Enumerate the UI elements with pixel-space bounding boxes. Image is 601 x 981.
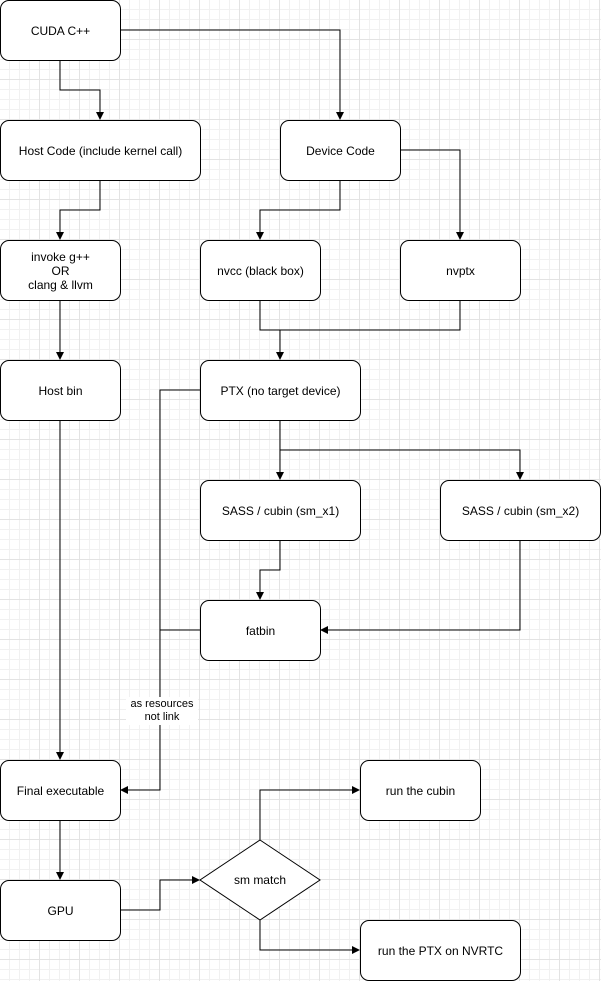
edge-cuda-to-host	[59, 60, 104, 120]
edge-label-resources: as resources not link	[126, 697, 198, 725]
edge-cuda-to-device	[120, 29, 344, 120]
node-host-bin[interactable]: Host bin	[0, 360, 121, 421]
edge-smmatch-to-cubin	[259, 786, 360, 840]
node-ptx[interactable]: PTX (no target device)	[200, 360, 361, 421]
edge-device-to-nvcc	[256, 180, 341, 240]
edge-ptx-to-final	[120, 389, 200, 794]
node-nvcc[interactable]: nvcc (black box)	[200, 240, 321, 301]
node-sm-match[interactable]: sm match	[233, 873, 286, 887]
edge-host-to-invoke	[56, 180, 101, 240]
node-sass2[interactable]: SASS / cubin (sm_x2)	[440, 480, 601, 541]
edge-sass1-to-fatbin	[256, 540, 281, 600]
node-fatbin[interactable]: fatbin	[200, 600, 321, 661]
edge-nvcc-to-ptx	[259, 300, 284, 360]
node-device-code[interactable]: Device Code	[280, 120, 401, 181]
node-cuda[interactable]: CUDA C++	[0, 0, 121, 61]
edge-nvptx-to-ptx	[280, 300, 461, 331]
edge-ptx-to-sass2	[280, 449, 524, 480]
node-run-cubin[interactable]: run the cubin	[360, 760, 481, 821]
node-invoke[interactable]: invoke g++ OR clang & llvm	[0, 240, 121, 301]
sm-match-diamond	[199, 839, 321, 921]
node-sass1[interactable]: SASS / cubin (sm_x1)	[200, 480, 361, 541]
edge-sass2-to-fatbin	[320, 540, 521, 634]
edge-smmatch-to-ptx	[259, 920, 360, 954]
edge-gpu-to-smmatch	[120, 876, 200, 911]
edge-device-to-nvptx	[400, 149, 464, 240]
node-gpu[interactable]: GPU	[0, 880, 121, 941]
node-nvptx[interactable]: nvptx	[400, 240, 521, 301]
node-final-executable[interactable]: Final executable	[0, 760, 121, 821]
node-host-code[interactable]: Host Code (include kernel call)	[0, 120, 201, 181]
node-run-ptx[interactable]: run the PTX on NVRTC	[360, 920, 521, 981]
